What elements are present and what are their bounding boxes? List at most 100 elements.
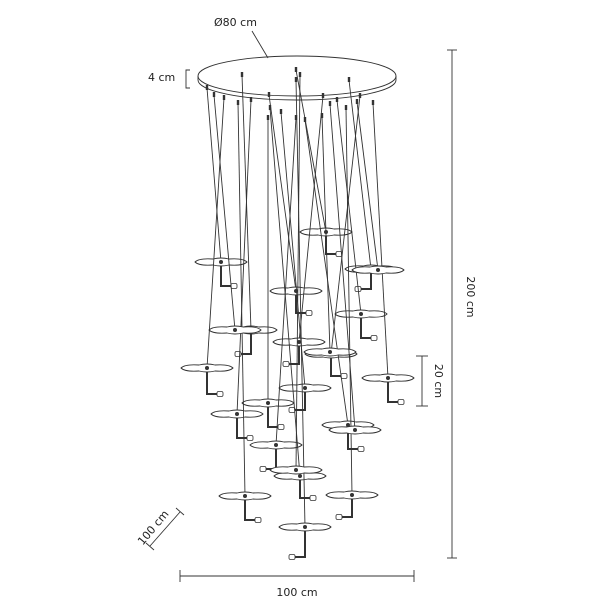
pendant-18 bbox=[278, 77, 332, 560]
pendant-2 bbox=[224, 72, 278, 357]
canopy bbox=[197, 55, 397, 101]
pendant-wire bbox=[321, 115, 331, 353]
pendant-20 bbox=[208, 92, 262, 335]
pendant-wire bbox=[236, 99, 252, 415]
pendant-23 bbox=[303, 113, 357, 357]
wire-clamp bbox=[371, 100, 375, 105]
pendant-wire bbox=[298, 95, 324, 343]
pendant-wire bbox=[356, 101, 379, 271]
pendant-wire bbox=[275, 117, 297, 446]
leaf-hub bbox=[235, 412, 239, 416]
pendant-rod bbox=[220, 262, 231, 287]
bulb-tip bbox=[282, 361, 290, 367]
bulb-tip bbox=[397, 399, 405, 405]
pendant-wire bbox=[304, 119, 349, 426]
pendant-14 bbox=[249, 115, 303, 472]
pendant-24 bbox=[328, 101, 382, 435]
wire-clamp bbox=[240, 72, 244, 77]
width-dimension bbox=[179, 570, 415, 582]
leaf-hub bbox=[303, 386, 307, 390]
width-label: 100 cm bbox=[276, 586, 317, 599]
leaf-hub bbox=[274, 443, 278, 447]
pendant-9 bbox=[304, 93, 362, 379]
wire-clamp bbox=[294, 115, 298, 120]
canopy-height-bracket bbox=[185, 69, 190, 89]
total-height-dimension bbox=[447, 49, 457, 559]
wire-clamp bbox=[320, 113, 324, 118]
pendant-rod bbox=[360, 314, 371, 339]
pendant-rod bbox=[289, 342, 300, 365]
pendant-12 bbox=[241, 115, 295, 430]
wire-clamp bbox=[205, 85, 209, 90]
pendant-rod bbox=[244, 496, 255, 521]
wire-clamp bbox=[355, 99, 359, 104]
leaf-hub bbox=[297, 340, 301, 344]
leaf-hub bbox=[359, 312, 363, 316]
diameter-label: Ø80 cm bbox=[214, 16, 257, 29]
leaf-hub bbox=[386, 376, 390, 380]
leaf-hub bbox=[376, 268, 380, 272]
bulb-tip bbox=[277, 424, 285, 430]
leaf-hub bbox=[298, 474, 302, 478]
bulb-tip bbox=[309, 495, 317, 501]
pendant-rod bbox=[387, 378, 398, 403]
pendant-7 bbox=[344, 77, 398, 292]
pendant-11 bbox=[210, 97, 264, 441]
diameter-leader bbox=[251, 30, 269, 59]
wire-clamp bbox=[212, 92, 216, 97]
bulb-tip bbox=[230, 283, 238, 289]
bulb-tip bbox=[340, 373, 348, 379]
pendant-wire bbox=[329, 103, 356, 431]
depth-dimension bbox=[145, 507, 185, 551]
pendant-19 bbox=[325, 105, 379, 520]
pendant-wire bbox=[295, 74, 301, 471]
wire-clamp bbox=[249, 97, 253, 102]
pendant-6 bbox=[272, 93, 326, 367]
leaf-hub bbox=[219, 260, 223, 264]
bulb-tip bbox=[335, 514, 343, 520]
pendant-wire bbox=[206, 87, 222, 263]
leaf-hub bbox=[233, 328, 237, 332]
pendant-group bbox=[180, 67, 415, 560]
wire-clamp bbox=[347, 77, 351, 82]
wire-clamp bbox=[335, 97, 339, 102]
pendant-3 bbox=[180, 95, 234, 397]
pendant-1 bbox=[194, 85, 248, 289]
wire-clamp bbox=[298, 72, 302, 77]
bulb-tip bbox=[254, 517, 262, 523]
pendant-rod bbox=[330, 354, 341, 377]
pendant-wire bbox=[295, 79, 306, 528]
wire-clamp bbox=[294, 77, 298, 82]
pendant-rod bbox=[267, 403, 278, 428]
wire-clamp bbox=[268, 105, 272, 110]
leaf-hub bbox=[266, 401, 270, 405]
pendant-rod bbox=[295, 291, 306, 314]
wire-clamp bbox=[328, 101, 332, 106]
pendant-height-dimension bbox=[416, 355, 428, 407]
pendant-height-label: 20 cm bbox=[432, 364, 445, 398]
bulb-tip bbox=[305, 310, 313, 316]
pendant-rod bbox=[206, 368, 217, 395]
wire-clamp bbox=[344, 105, 348, 110]
wire-clamp bbox=[267, 92, 271, 97]
bulb-tip bbox=[288, 554, 296, 560]
wire-clamp bbox=[294, 67, 298, 72]
bulb-tip bbox=[357, 446, 365, 452]
wire-clamp bbox=[279, 109, 283, 114]
wire-clamp bbox=[321, 93, 325, 98]
pendant-wire bbox=[269, 107, 301, 477]
pendant-wire bbox=[213, 94, 236, 331]
pendant-wire bbox=[348, 79, 372, 270]
pendant-rod bbox=[342, 495, 353, 518]
wire-clamp bbox=[266, 115, 270, 120]
bulb-tip bbox=[370, 335, 378, 341]
wire-clamp bbox=[303, 117, 307, 122]
pendant-wire bbox=[206, 97, 225, 369]
canopy-height-label: 4 cm bbox=[148, 71, 175, 84]
wire-clamp bbox=[222, 95, 226, 100]
pendant-wire bbox=[336, 99, 362, 315]
leaf-hub bbox=[350, 493, 354, 497]
pendant-13 bbox=[278, 109, 332, 413]
wire-clamp bbox=[358, 93, 362, 98]
